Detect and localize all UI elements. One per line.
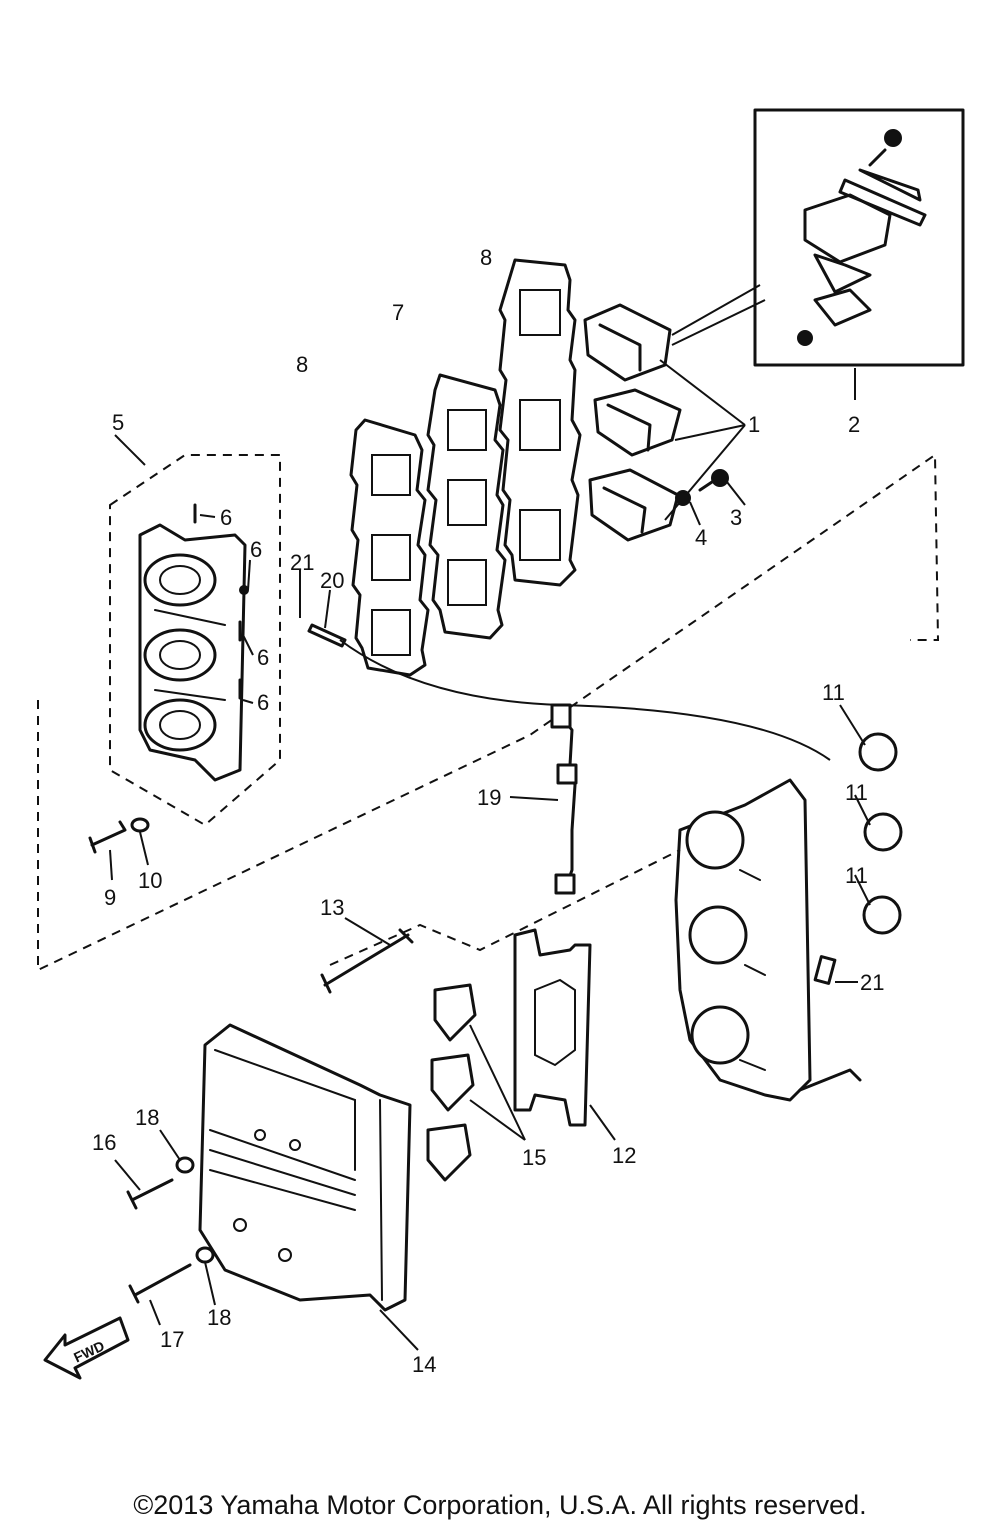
callout-11b: 11: [845, 780, 868, 805]
bolts-16-17-washers-18: [114, 1129, 216, 1326]
callout-17: 17: [160, 1327, 184, 1352]
callout-4: 4: [695, 525, 707, 550]
callout-8a: 8: [480, 245, 492, 270]
o-rings-11: [839, 704, 903, 935]
callout-21a: 21: [290, 550, 314, 575]
callout-5: 5: [112, 410, 124, 435]
callout-18b: 18: [207, 1305, 231, 1330]
gasket-7: [426, 373, 507, 640]
callout-13: 13: [320, 895, 344, 920]
callout-6d: 6: [257, 690, 269, 715]
callout-12: 12: [612, 1143, 636, 1168]
screw-and-washer: [675, 469, 746, 526]
callout-1: 1: [748, 412, 760, 437]
callout-6b: 6: [250, 537, 262, 562]
copyright-notice: ©2013 Yamaha Motor Corporation, U.S.A. A…: [133, 1490, 867, 1520]
gasket-12: [513, 928, 616, 1141]
callout-labels: 1 2 3 4 5 6 6 6 6 7 8 8 9 10 11 11 11 12…: [92, 245, 884, 1377]
exploded-parts-diagram: FWD 1 2 3 4 5 6 6 6 6 7 8 8 9 10 11 11 1…: [37, 108, 965, 1380]
pins: [299, 570, 347, 648]
callout-8b: 8: [296, 352, 308, 377]
forward-arrow-icon: FWD: [43, 1316, 130, 1380]
gasket-8-back: [498, 258, 582, 587]
callout-19: 19: [477, 785, 501, 810]
callout-16: 16: [92, 1130, 116, 1155]
gasket-8-front: [349, 418, 430, 677]
callout-20: 20: [320, 568, 344, 593]
intake-manifold: [674, 778, 862, 1102]
silencer-cover-14: [198, 1023, 419, 1351]
callout-11a: 11: [822, 680, 845, 705]
bolt-13: [320, 917, 414, 994]
gaskets-15: [426, 983, 526, 1182]
callout-10: 10: [138, 868, 162, 893]
hose-19: [509, 703, 578, 895]
bolt-9-washer-10: [88, 817, 150, 881]
callout-14: 14: [412, 1352, 436, 1377]
callout-11c: 11: [845, 863, 868, 888]
callout-15: 15: [522, 1145, 546, 1170]
callout-6a: 6: [220, 505, 232, 530]
callout-18a: 18: [135, 1105, 159, 1130]
callout-9: 9: [104, 885, 116, 910]
reed-valve-body-assembly: [109, 434, 281, 827]
callout-7: 7: [392, 300, 404, 325]
callout-21b: 21: [860, 970, 884, 995]
callout-6c: 6: [257, 645, 269, 670]
pin-21-right: [813, 955, 858, 985]
callout-3: 3: [730, 505, 742, 530]
reed-valve-detail-inset: [753, 108, 965, 400]
reed-valve-assemblies: [583, 284, 766, 542]
callout-2: 2: [848, 412, 860, 437]
